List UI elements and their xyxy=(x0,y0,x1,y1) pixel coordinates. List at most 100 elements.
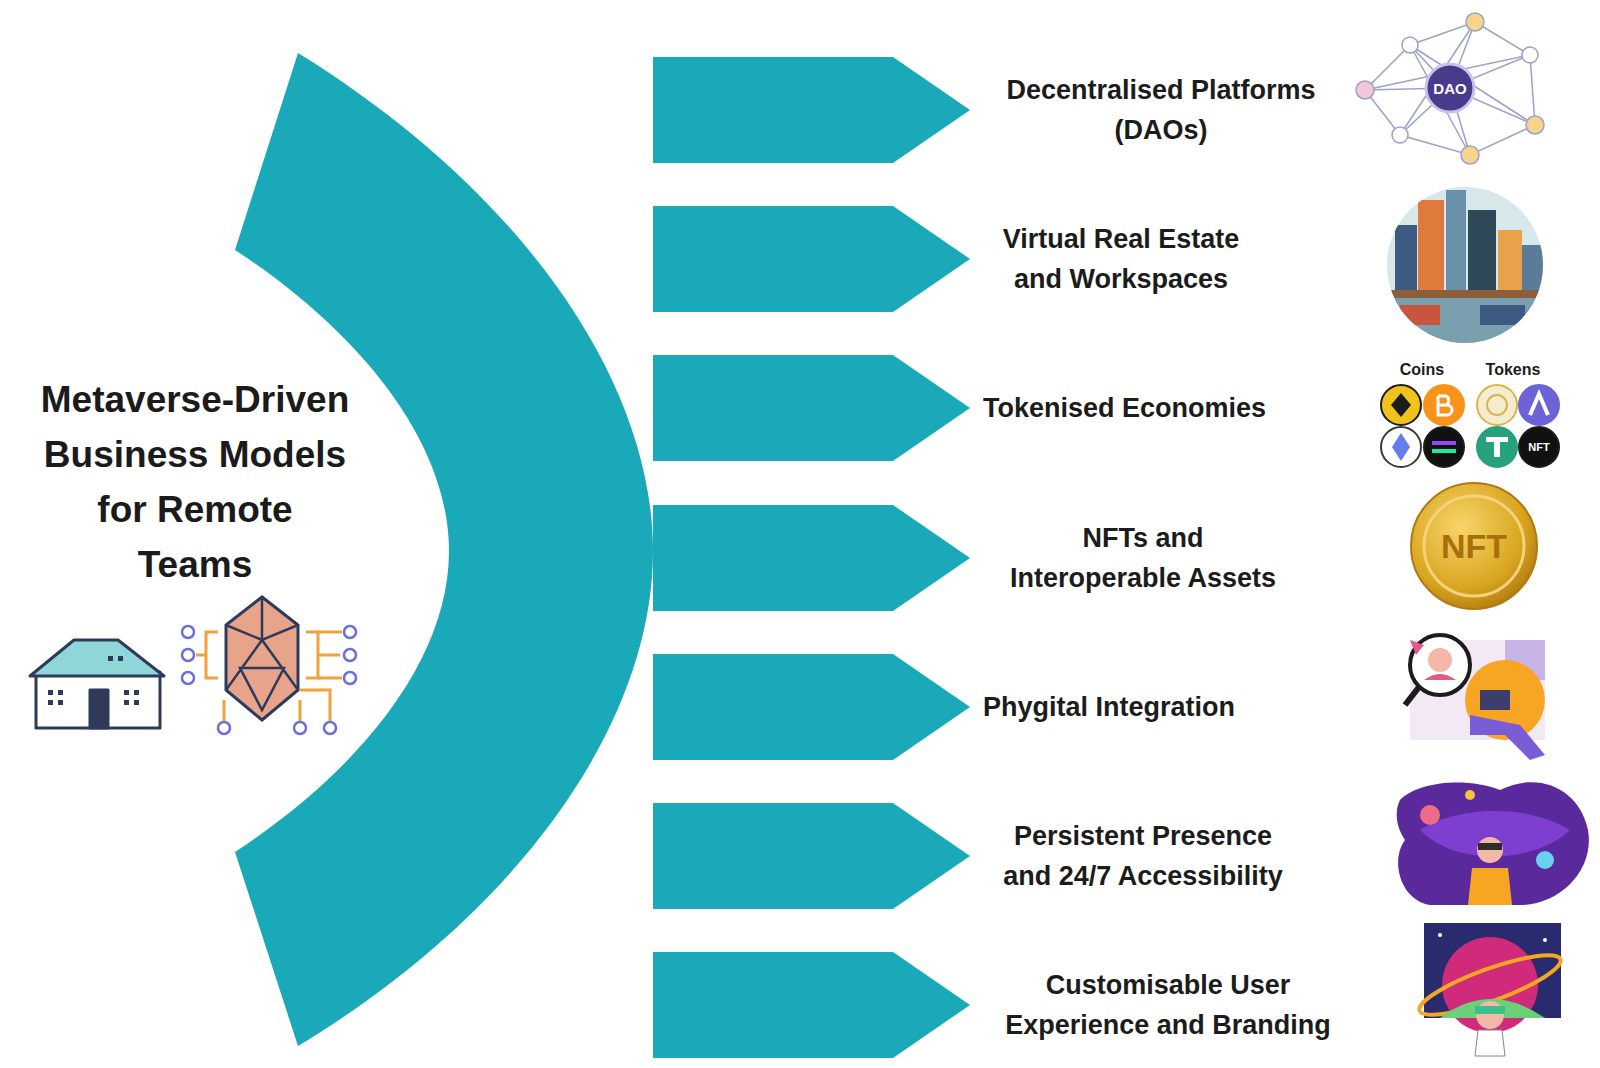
network-nodes xyxy=(1356,13,1544,164)
nft-coin-icon xyxy=(1411,483,1537,609)
icon-part xyxy=(1477,837,1503,863)
crescent-band xyxy=(235,53,653,1046)
icon-caption: Coins xyxy=(1400,361,1444,379)
icon-part xyxy=(1392,127,1408,143)
icon-part xyxy=(1410,635,1470,695)
arrow-node: NFTs and Interoperable Assets xyxy=(653,505,970,611)
icon-part xyxy=(324,722,336,734)
icon-part xyxy=(1526,116,1544,134)
house-door xyxy=(90,690,108,728)
icon-part xyxy=(1543,938,1547,942)
icon-part xyxy=(1466,13,1484,31)
icon-part xyxy=(1365,22,1535,155)
gem-facets xyxy=(226,597,298,710)
icon-part xyxy=(318,632,342,678)
arrow-label: NFTs and Interoperable Assets xyxy=(1001,518,1286,598)
icon-part xyxy=(1381,385,1421,425)
icon-part xyxy=(1465,790,1475,800)
arrow-shape xyxy=(653,952,970,1058)
icon-part xyxy=(1392,433,1410,461)
icon-part xyxy=(218,722,230,734)
icon-part xyxy=(1519,427,1559,467)
arrow-label: Customisable User Experience and Brandin… xyxy=(993,965,1343,1045)
icon-part xyxy=(1420,811,1570,856)
icon-part xyxy=(1530,394,1548,415)
arrow-outline xyxy=(653,505,970,611)
icon-part xyxy=(344,649,356,661)
icon-part xyxy=(1478,843,1502,850)
icon-part xyxy=(1424,427,1464,467)
arrow-node: Tokenised Economies xyxy=(653,355,970,461)
icon-part xyxy=(182,649,194,661)
icon-part xyxy=(1519,385,1559,425)
arrow-label: Virtual Real Estate and Workspaces xyxy=(986,219,1256,299)
house-windows xyxy=(48,656,139,705)
city-buildings xyxy=(1385,190,1545,348)
icon-part xyxy=(1428,648,1452,672)
dao-hub xyxy=(1426,64,1474,112)
arrow-outline xyxy=(653,206,970,312)
icon-part xyxy=(1365,22,1535,155)
dao-network-icon xyxy=(1356,13,1544,164)
icon-part xyxy=(1475,1030,1505,1056)
coin-marks xyxy=(1391,393,1548,461)
icon-caption: Tokens xyxy=(1486,361,1541,379)
icon-part xyxy=(1402,37,1418,53)
icon-part xyxy=(1381,427,1421,467)
icon-part xyxy=(1400,305,1440,325)
diagram-title: Metaverse-Driven Business Models for Rem… xyxy=(36,372,354,592)
arrow-shape xyxy=(653,654,970,760)
arrow-shape xyxy=(653,505,970,611)
icon-part xyxy=(1477,385,1517,425)
customisable-experience-icon xyxy=(1414,923,1566,1056)
virtual-city-icon xyxy=(1385,185,1545,348)
icon-part xyxy=(1475,1006,1505,1014)
coin-text: NFT xyxy=(1441,527,1507,566)
icon-part xyxy=(1420,805,1440,825)
arrow-shape xyxy=(653,803,970,909)
icon-part xyxy=(226,597,298,710)
icon-part xyxy=(1432,441,1456,445)
icon-part xyxy=(1424,674,1456,680)
arrow-label: Decentralised Platforms (DAOs) xyxy=(986,70,1336,150)
icon-part xyxy=(1522,47,1538,63)
arrow-outline xyxy=(653,654,970,760)
icon-part xyxy=(134,700,139,705)
icon-part xyxy=(344,626,356,638)
icon-part xyxy=(182,672,194,684)
icon-part xyxy=(182,626,194,638)
icon-part xyxy=(306,632,340,678)
icon-part xyxy=(1438,933,1442,937)
icon-part xyxy=(1470,715,1545,760)
network-links xyxy=(1365,22,1535,155)
arrow-node: Decentralised Platforms (DAOs) xyxy=(653,57,970,163)
icon-part xyxy=(124,700,129,705)
icon-part xyxy=(1391,393,1411,417)
phygital-icon xyxy=(1405,635,1545,760)
icon-part xyxy=(294,722,306,734)
arrow-outline xyxy=(653,355,970,461)
icon-part xyxy=(1442,937,1538,1033)
icon-part xyxy=(48,700,53,705)
icon-part xyxy=(1536,851,1554,869)
icon-part xyxy=(1424,496,1524,596)
icon-part xyxy=(48,690,53,695)
icon-part xyxy=(134,690,139,695)
icon-part xyxy=(1480,305,1525,325)
icon-part xyxy=(1405,687,1419,705)
icon-text: DAO xyxy=(1433,80,1466,97)
arrow-outline xyxy=(653,952,970,1058)
house-roof xyxy=(30,640,164,676)
icon-part xyxy=(118,656,123,661)
icon-part xyxy=(1424,385,1464,425)
arrow-shape xyxy=(653,206,970,312)
arrow-node: Customisable User Experience and Brandin… xyxy=(653,952,970,1058)
gem-shape xyxy=(226,597,298,720)
arrow-node: Persistent Presence and 24/7 Accessibili… xyxy=(653,803,970,909)
icon-part xyxy=(1365,22,1535,155)
icon-part xyxy=(1477,427,1517,467)
network-dots xyxy=(182,626,356,734)
arrow-shape xyxy=(653,355,970,461)
icon-part xyxy=(1468,868,1512,905)
arrow-label: Persistent Presence and 24/7 Accessibili… xyxy=(996,816,1291,896)
